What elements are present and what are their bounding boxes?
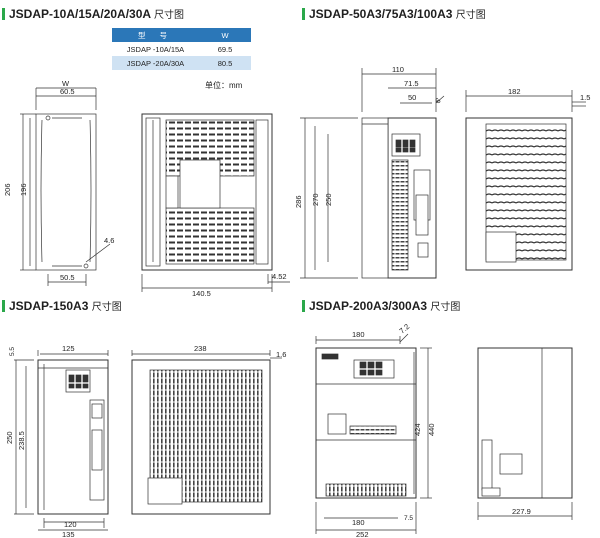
dim-s1-w: W — [62, 79, 70, 88]
dim-s2-6: 6 — [434, 96, 443, 106]
dim-s4-75: 7.5 — [404, 515, 413, 522]
model-width-table: 型 号 W JSDAP -10A/15A 69.5 JSDAP -20A/30A… — [112, 28, 251, 70]
dimension-labels: W 60.5 206 196 4.6 50.5 140.5 4.52 110 7… — [3, 65, 590, 538]
s1-front-view — [20, 87, 111, 286]
dim-s3-135: 135 — [62, 530, 75, 538]
dim-s4-180-bottom: 180 — [352, 518, 365, 527]
dim-s2-250: 250 — [324, 193, 333, 206]
dim-s4-2279: 227.9 — [512, 507, 531, 516]
dim-s4-72: 7.2 — [398, 322, 412, 336]
s4-side-view — [477, 347, 573, 520]
dim-s1-452: 4.52 — [272, 272, 287, 281]
dim-s1-196: 196 — [19, 183, 28, 196]
dim-s3-250: 250 — [5, 431, 14, 444]
dim-s1-1405: 140.5 — [192, 289, 211, 298]
dim-s1-46: 4.6 — [104, 236, 114, 245]
section-title-3: JSDAP-150A3 尺寸图 — [2, 298, 122, 313]
unit-note: 单位：mm — [205, 81, 243, 90]
dim-s3-55: 5.5 — [9, 347, 16, 356]
dim-s2-15: 1.5 — [580, 93, 590, 102]
dim-s4-252: 252 — [356, 530, 369, 538]
dim-s2-715: 71.5 — [404, 79, 419, 88]
dim-s2-286: 286 — [294, 195, 303, 208]
dim-s2-50: 50 — [408, 93, 416, 102]
s3-front-view — [14, 350, 109, 531]
dim-s1-505: 50.5 — [60, 273, 75, 282]
section-title-2: JSDAP-50A3/75A3/100A3 尺寸图 — [302, 6, 486, 21]
dim-s3-238: 238 — [194, 344, 207, 353]
dim-s4-440: 440 — [427, 423, 436, 436]
dim-s1-605: 60.5 — [60, 87, 75, 96]
dim-s2-270: 270 — [311, 193, 320, 206]
dim-s1-206: 206 — [3, 183, 12, 196]
dim-s3-2385: 238.5 — [17, 431, 26, 450]
dim-s3-16: 1.6 — [276, 350, 286, 359]
dim-s3-125: 125 — [62, 344, 75, 353]
dim-s3-120: 120 — [64, 520, 77, 529]
s4-front-view — [315, 333, 432, 534]
table-row: JSDAP -20A/30A 80.5 — [112, 56, 251, 70]
s3-side-view — [131, 350, 282, 515]
s2-front-view — [300, 68, 445, 279]
s2-side-view — [465, 90, 586, 271]
dim-s2-110: 110 — [392, 65, 404, 74]
dim-s2-182: 182 — [508, 87, 521, 96]
dim-s4-424: 424 — [413, 423, 422, 436]
dim-s4-180-top: 180 — [352, 330, 365, 339]
section-title-1: JSDAP-10A/15A/20A/30A 尺寸图 — [2, 6, 184, 21]
table-header-w: W — [199, 28, 251, 42]
table-row: JSDAP -10A/15A 69.5 — [112, 42, 251, 56]
s1-side-view — [141, 113, 290, 292]
table-header-model: 型 号 — [112, 28, 199, 42]
section-title-4: JSDAP-200A3/300A3 尺寸图 — [302, 298, 460, 313]
